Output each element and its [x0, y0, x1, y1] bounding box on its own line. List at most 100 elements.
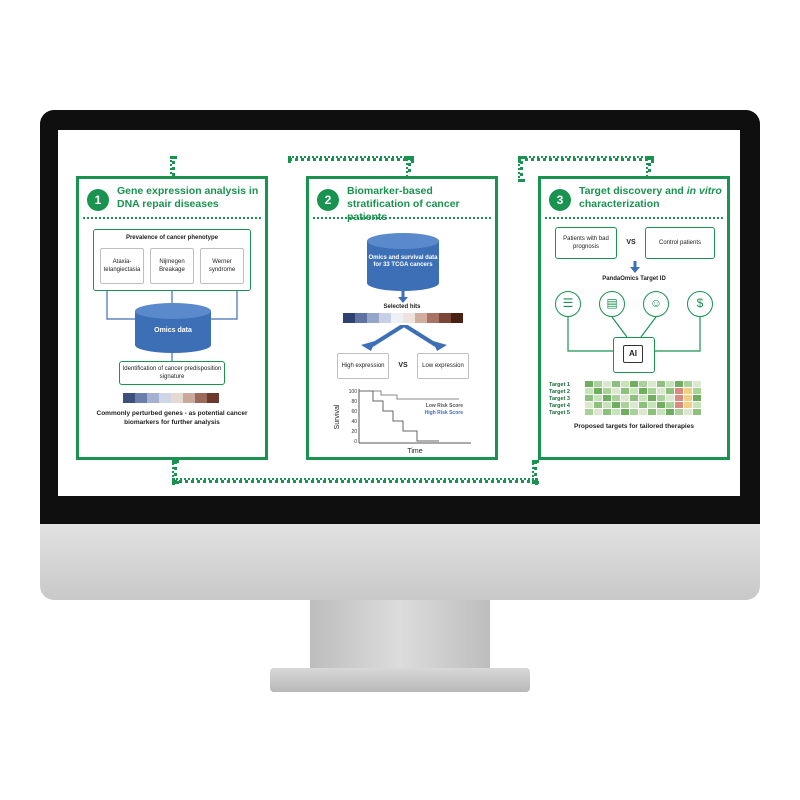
- legend-high-risk: High Risk Score: [425, 410, 464, 416]
- monitor-chin: [40, 524, 760, 600]
- heatmap-cell: [585, 388, 593, 394]
- split-arrows-icon: [361, 325, 447, 351]
- control-patients-box: Control patients: [645, 227, 715, 259]
- target-label: Target 2: [549, 389, 570, 395]
- selected-hits-strip: [343, 313, 463, 323]
- disease-nijmegen: Nijmegen Breakage: [150, 248, 194, 284]
- step-number: 2: [317, 189, 339, 211]
- high-risk-curve: [359, 390, 439, 442]
- heatmap-cell: [639, 381, 647, 387]
- heatmap-cell: [666, 402, 674, 408]
- panel-title: Gene expression analysis in DNA repair d…: [117, 185, 259, 210]
- heatmap-cell: [657, 395, 665, 401]
- arrow-down-icon: [630, 261, 640, 273]
- heatmap-cell: [693, 381, 701, 387]
- connector-top-1-2-h: [288, 156, 414, 161]
- target-label: Target 5: [549, 410, 570, 416]
- monitor-stand-neck: [310, 600, 490, 672]
- heatmap-cell: [684, 395, 692, 401]
- strip-cell: [367, 313, 379, 323]
- pandaomics-label: PandaOmics Target ID: [602, 276, 666, 282]
- connector-bottom-2-3: [532, 460, 537, 484]
- y-tick-label: 60: [351, 409, 357, 415]
- heatmap-cell: [666, 388, 674, 394]
- title-end: characterization: [579, 198, 660, 210]
- ai-label: AI: [623, 345, 643, 363]
- heatmap-cell: [630, 395, 638, 401]
- heatmap-cell: [657, 381, 665, 387]
- connector-bottom-1-2-h: [172, 478, 538, 483]
- heatmap-cell: [684, 409, 692, 415]
- heatmap-cell: [684, 388, 692, 394]
- heatmap-cell: [594, 402, 602, 408]
- connector-top-2-3-left: [518, 156, 523, 182]
- heatmap-cell: [630, 409, 638, 415]
- heatmap-cell: [585, 381, 593, 387]
- strip-cell: [183, 393, 195, 403]
- high-expression-box: High expression: [337, 353, 389, 379]
- heatmap-cell: [639, 395, 647, 401]
- heatmap-cell: [648, 381, 656, 387]
- heatmap-cell: [648, 402, 656, 408]
- target-label: Target 3: [549, 396, 570, 402]
- heatmap-cell: [675, 388, 683, 394]
- heatmap-cell: [684, 402, 692, 408]
- target-labels: Target 1 Target 2 Target 3 Target 4 Targ…: [549, 381, 570, 416]
- divider: [313, 217, 491, 219]
- heatmap-cell: [621, 388, 629, 394]
- patients-bad-box: Patients with bad prognosis: [555, 227, 617, 259]
- y-tick-label: 0: [354, 439, 357, 445]
- heatmap-cell: [630, 388, 638, 394]
- ai-chip-icon: AI: [613, 337, 655, 373]
- title-italic: in vitro: [686, 185, 722, 197]
- heatmap-cell: [675, 409, 683, 415]
- step-number: 3: [549, 189, 571, 211]
- panel1-caption: Commonly perturbed genes - as potential …: [96, 410, 248, 426]
- strip-cell: [403, 313, 415, 323]
- signature-label: Identification of cancer predisposition …: [122, 366, 222, 380]
- title-main: Target discovery and: [579, 185, 687, 197]
- heatmap-cell: [693, 395, 701, 401]
- heatmap-cell: [693, 402, 701, 408]
- heatmap-cell: [693, 388, 701, 394]
- target-heatmap: [585, 381, 701, 415]
- strip-cell: [123, 393, 135, 403]
- panel-gene-expression: 1 Gene expression analysis in DNA repair…: [76, 176, 268, 460]
- panel3-caption: Proposed targets for tailored therapies: [574, 423, 694, 430]
- ai-connector-lines: [567, 317, 701, 352]
- heatmap-cell: [657, 402, 665, 408]
- heatmap-cell: [585, 402, 593, 408]
- heatmap-cell: [639, 409, 647, 415]
- heatmap-cell: [612, 402, 620, 408]
- signature-box: Identification of cancer predisposition …: [119, 361, 225, 385]
- y-tick-label: 20: [351, 429, 357, 435]
- heatmap-cell: [630, 381, 638, 387]
- heatmap-cell: [612, 388, 620, 394]
- strip-cell: [147, 393, 159, 403]
- heatmap-cell: [594, 409, 602, 415]
- document-icon: ▤: [599, 291, 625, 317]
- people-icon: ☺: [643, 291, 669, 317]
- layers-icon: ☰: [555, 291, 581, 317]
- heatmap-cell: [603, 395, 611, 401]
- control-patients-label: Control patients: [658, 240, 702, 246]
- patients-bad-label: Patients with bad prognosis: [563, 236, 609, 250]
- divider: [545, 217, 723, 219]
- omics-data-label: Omics data: [154, 327, 192, 334]
- heatmap-cell: [612, 381, 620, 387]
- strip-cell: [427, 313, 439, 323]
- heatmap-cell: [612, 409, 620, 415]
- y-tick-label: 40: [351, 419, 357, 425]
- heatmap-cell: [693, 409, 701, 415]
- money-bag-icon: $: [687, 291, 713, 317]
- step-number: 1: [87, 189, 109, 211]
- y-tick-label: 100: [349, 389, 358, 395]
- heatmap-cell: [621, 409, 629, 415]
- prevalence-box: Prevalence of cancer phenotype Ataxia-te…: [93, 229, 251, 291]
- heatmap-cell: [657, 388, 665, 394]
- panel-biomarker-stratification: 2 Biomarker-based stratification of canc…: [306, 176, 498, 460]
- low-expression-box: Low expression: [417, 353, 469, 379]
- heatmap-cell: [675, 402, 683, 408]
- strip-cell: [343, 313, 355, 323]
- connector-top-2-3: [518, 156, 654, 161]
